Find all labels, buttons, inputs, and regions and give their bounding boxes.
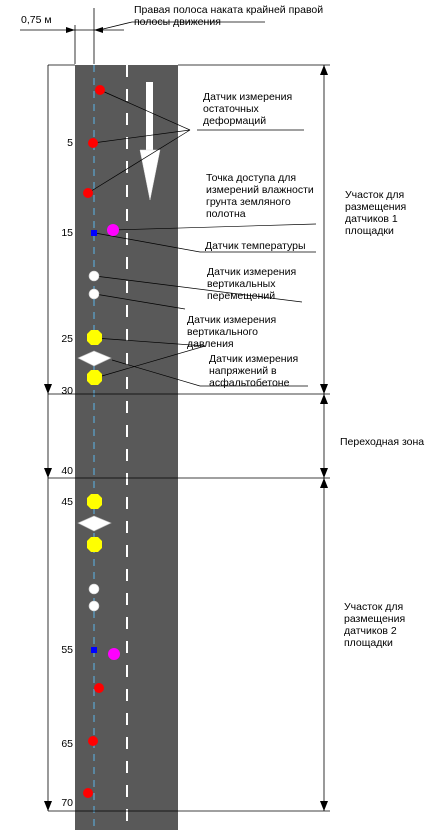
residual-sensor xyxy=(83,788,93,798)
zone-1-label: Участок для размещения датчиков 1 площад… xyxy=(345,189,407,237)
residual-sensor-label: Датчик измерения остаточных деформаций xyxy=(203,91,293,127)
pressure-sensor-label: Датчик измерения вертикального давления xyxy=(187,314,277,350)
lane-width-label: 0,75 м xyxy=(21,14,52,26)
temperature-sensor xyxy=(91,647,97,653)
leader-lines xyxy=(87,89,317,387)
station-label: 25 xyxy=(61,333,73,345)
moisture-access-point xyxy=(107,224,119,236)
temperature-sensor-label: Датчик температуры xyxy=(205,240,306,252)
moisture-access-point xyxy=(108,648,120,660)
residual-deformation-sensors xyxy=(83,85,105,798)
pressure-sensor xyxy=(87,370,102,385)
zone-2-label: Участок для размещения датчиков 2 площад… xyxy=(344,601,406,649)
left-dimension-lines xyxy=(47,64,330,812)
station-label: 30 xyxy=(61,385,73,397)
lane-title-label: Правая полоса наката крайней правой поло… xyxy=(134,4,324,28)
station-label: 15 xyxy=(61,227,73,239)
station-label: 5 xyxy=(67,137,73,149)
residual-sensor xyxy=(88,138,98,148)
displacement-sensor xyxy=(88,583,100,595)
strain-gauge-diamond-icon xyxy=(77,515,112,532)
residual-sensor xyxy=(83,188,93,198)
station-label: 45 xyxy=(61,496,73,508)
station-label: 70 xyxy=(61,797,73,809)
station-label: 55 xyxy=(61,644,73,656)
pressure-sensor xyxy=(87,330,102,345)
residual-sensor xyxy=(88,736,98,746)
station-label: 65 xyxy=(61,738,73,750)
right-dimension-lines xyxy=(178,64,330,811)
strain-gauge-diamond-icon xyxy=(77,350,112,367)
station-label: 40 xyxy=(61,465,73,477)
displacement-sensor xyxy=(88,270,100,282)
displacement-sensor-label: Датчик измерения вертикальных перемещени… xyxy=(207,266,297,302)
temperature-sensor xyxy=(91,230,97,236)
pressure-sensor xyxy=(87,537,102,552)
residual-sensor xyxy=(94,683,104,693)
transition-zone-label: Переходная зона xyxy=(340,436,425,448)
moisture-point-label: Точка доступа для измерений влажности гр… xyxy=(206,172,314,220)
strain-sensor-label: Датчик измерения напряжений в асфальтобе… xyxy=(209,353,299,389)
residual-sensor xyxy=(95,85,105,95)
displacement-sensor xyxy=(88,600,100,612)
pressure-sensor xyxy=(87,494,102,509)
displacement-sensor xyxy=(88,288,100,300)
traffic-direction-arrow-icon xyxy=(139,82,161,201)
